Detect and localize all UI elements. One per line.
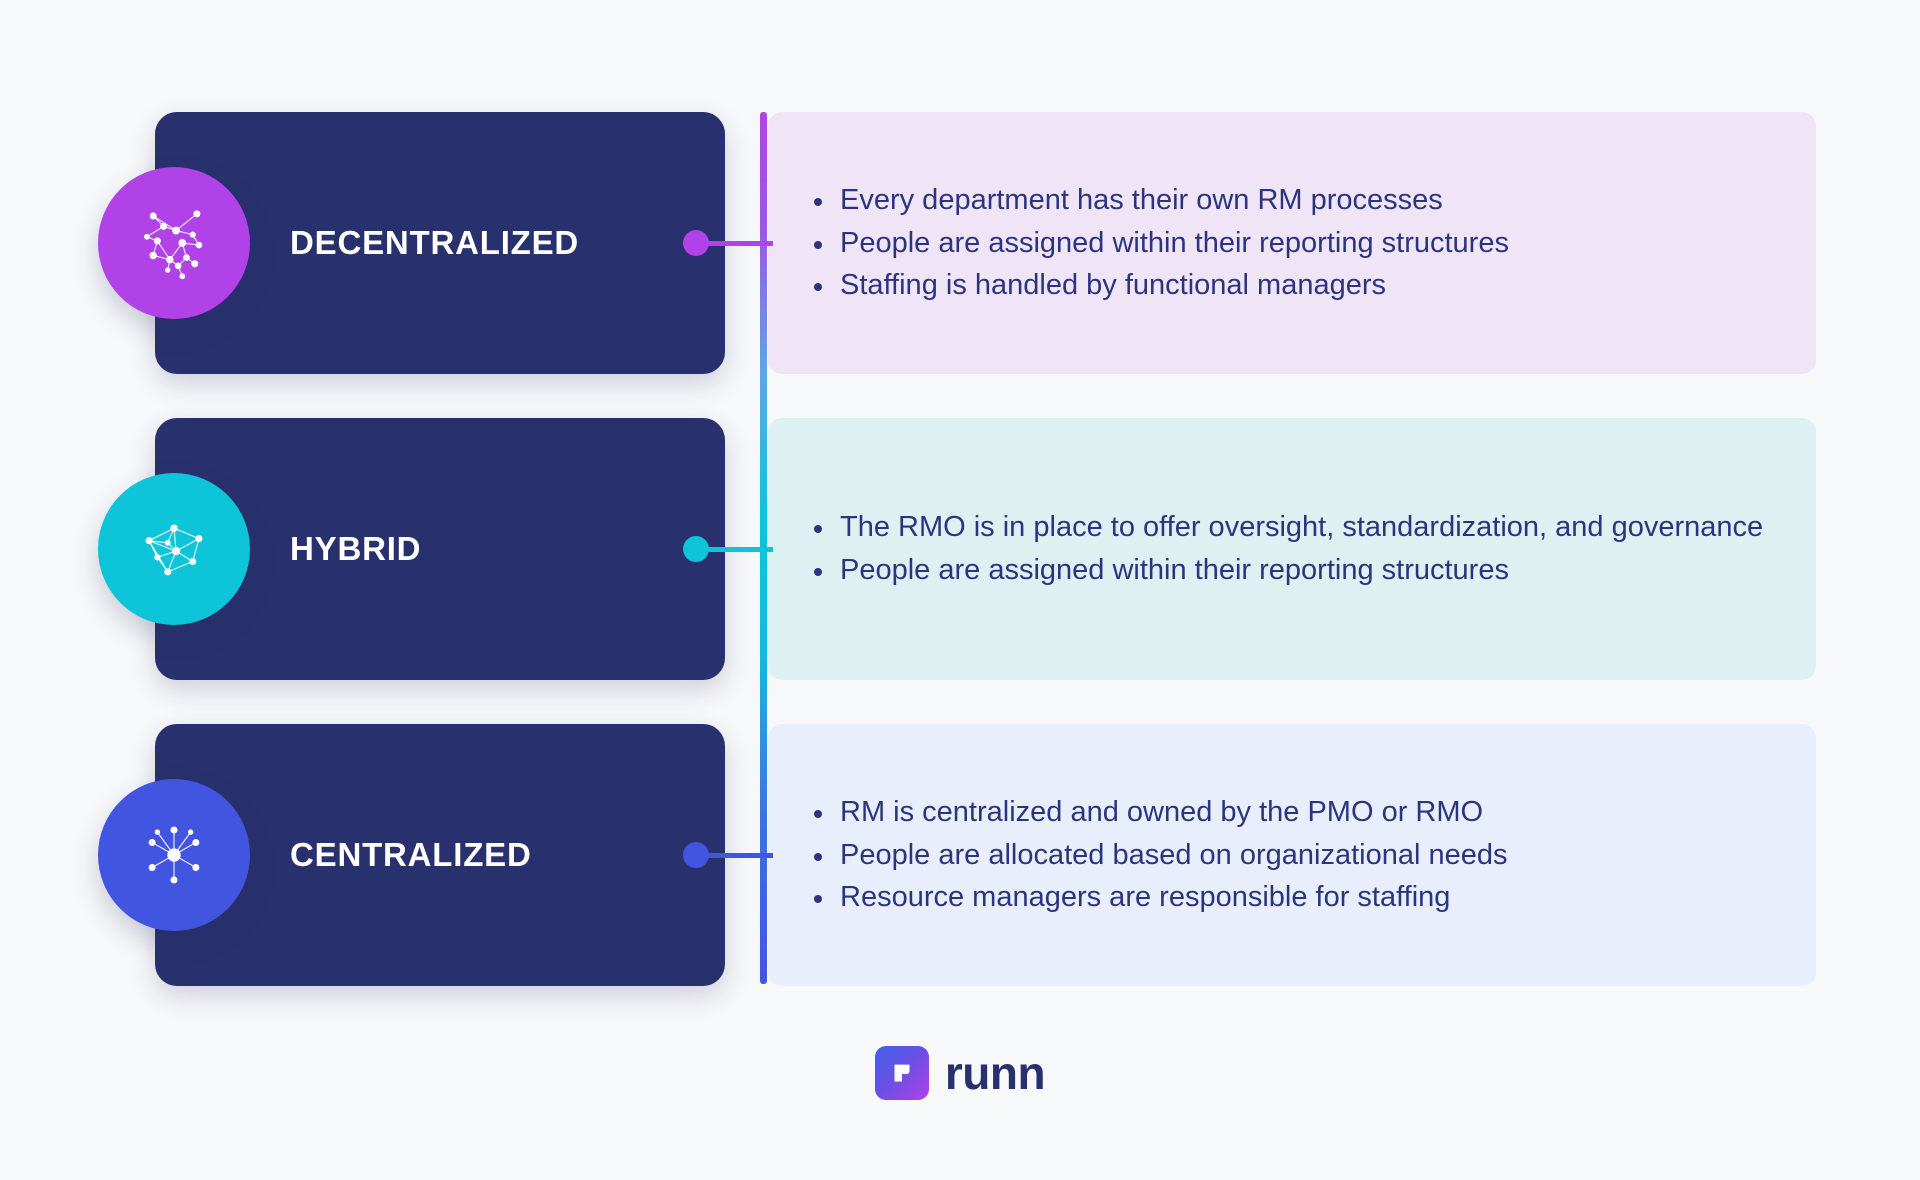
list-item: RM is centralized and owned by the PMO o… bbox=[808, 793, 1772, 832]
connector-line bbox=[707, 240, 773, 246]
list-item: People are assigned within their reporti… bbox=[808, 224, 1772, 263]
connector-line bbox=[707, 546, 773, 552]
list-item: Resource managers are responsible for st… bbox=[808, 878, 1772, 917]
list-item: People are assigned within their reporti… bbox=[808, 551, 1772, 590]
row-centralized: CENTRALIZED bbox=[0, 724, 1920, 986]
list-item: The RMO is in place to offer oversight, … bbox=[808, 508, 1772, 547]
network-mesh-icon bbox=[98, 473, 250, 625]
connector-centralized bbox=[683, 842, 773, 868]
list-item: Every department has their own RM proces… bbox=[808, 181, 1772, 220]
bullet-list: Every department has their own RM proces… bbox=[808, 181, 1772, 305]
detail-panel-hybrid: The RMO is in place to offer oversight, … bbox=[768, 418, 1816, 680]
bullet-list: The RMO is in place to offer oversight, … bbox=[808, 508, 1772, 589]
row-hybrid: HYBRID bbox=[0, 418, 1920, 680]
brand-footer: runn bbox=[0, 1046, 1920, 1100]
card-title: HYBRID bbox=[290, 530, 422, 567]
brand-wordmark: runn bbox=[944, 1047, 1046, 1099]
list-item: People are allocated based on organizati… bbox=[808, 836, 1772, 875]
network-hub-icon bbox=[98, 779, 250, 931]
runn-logo-icon bbox=[874, 1046, 929, 1100]
bullet-list: RM is centralized and owned by the PMO o… bbox=[808, 793, 1772, 917]
card-title: CENTRALIZED bbox=[290, 836, 532, 873]
connector-dot bbox=[683, 536, 709, 562]
label-card-decentralized[interactable]: DECENTRALIZED bbox=[155, 112, 725, 374]
connector-line bbox=[707, 852, 773, 858]
list-item: Staffing is handled by functional manage… bbox=[808, 266, 1772, 305]
connector-dot bbox=[683, 842, 709, 868]
label-card-hybrid[interactable]: HYBRID bbox=[155, 418, 725, 680]
row-decentralized: DECENTRALIZED bbox=[0, 112, 1920, 374]
card-title: DECENTRALIZED bbox=[290, 224, 580, 261]
connector-hybrid bbox=[683, 536, 773, 562]
label-card-centralized[interactable]: CENTRALIZED bbox=[155, 724, 725, 986]
network-scatter-icon bbox=[98, 167, 250, 319]
detail-panel-decentralized: Every department has their own RM proces… bbox=[768, 112, 1816, 374]
connector-decentralized bbox=[683, 230, 773, 256]
connector-dot bbox=[683, 230, 709, 256]
detail-panel-centralized: RM is centralized and owned by the PMO o… bbox=[768, 724, 1816, 986]
